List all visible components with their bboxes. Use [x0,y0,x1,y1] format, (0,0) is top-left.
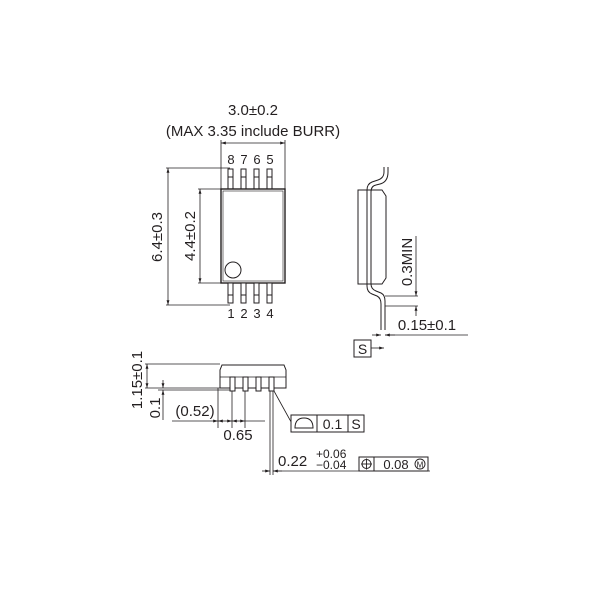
overall-height-dim: 6.4±0.3 [149,212,166,262]
bottom-pin-labels: 1 2 3 4 [227,306,273,321]
flatness-icon [294,417,314,429]
pin-label: 5 [266,152,273,167]
top-leads [227,168,273,190]
package-height-dim: 1.15±0.1 [129,351,146,409]
mmc-modifier: M [417,461,424,470]
lead-width-dim: 0.22 [278,453,307,470]
mmc-modifier-icon [414,458,426,470]
top-view: 3.0±0.2 (MAX 3.35 include BURR) 8 7 6 5 [149,102,340,321]
pin-label: 4 [266,306,273,321]
pin-label: 1 [227,306,234,321]
standoff-dim: 0.1 [147,398,164,419]
front-view: 1.15±0.1 0.1 (0.52) 0.65 0.1 S [129,351,430,475]
lead-width-minus-tol: −0.04 [316,458,347,472]
position-tolerance-frame: 0.08 M [358,456,429,472]
pin-label: 3 [253,306,260,321]
top-pin-labels: 8 7 6 5 [227,152,273,167]
side-view: 0.3MIN 0.15±0.1 S [353,167,468,358]
position-icon [361,458,372,470]
pin-label: 7 [240,152,247,167]
pin-label: 2 [240,306,247,321]
width-dim: 3.0±0.2 [228,102,278,119]
flatness-value: 0.1 [323,416,343,432]
datum-label: S [358,341,367,357]
standoff-min-dim: 0.3MIN [399,238,416,286]
pitch-dim: 0.65 [223,427,252,444]
pin1-marker-icon [224,261,242,279]
lead-thickness-dim: 0.15±0.1 [398,317,456,334]
pin-label: 8 [227,152,234,167]
datum-box [353,339,372,358]
edge-offset-dim: (0.52) [175,403,214,420]
body-height-dim: 4.4±0.2 [182,211,199,261]
width-note: (MAX 3.35 include BURR) [166,123,340,140]
lead-width-plus-tol: +0.06 [316,447,347,461]
bottom-leads [227,282,273,304]
flatness-tolerance-frame: 0.1 S [290,414,365,433]
flatness-datum: S [351,416,360,432]
front-leads [229,376,275,392]
position-value: 0.08 [383,457,408,472]
pin-label: 6 [253,152,260,167]
